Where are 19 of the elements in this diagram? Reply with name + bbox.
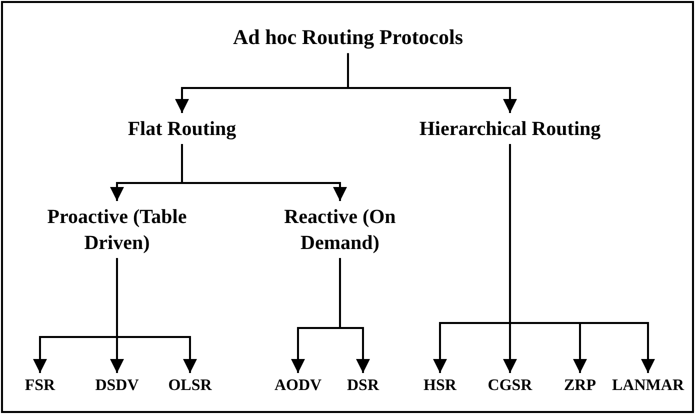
category-label: Reactive (On Demand) (270, 204, 410, 256)
category-label: Flat Routing (128, 116, 236, 142)
protocol-label: ZRP (564, 376, 596, 397)
protocol-label: CGSR (488, 376, 532, 397)
protocol-label: OLSR (168, 376, 212, 397)
category-label: Hierarchical Routing (419, 116, 601, 142)
protocol-label: AODV (274, 376, 322, 397)
protocol-label: FSR (24, 376, 56, 397)
arrow (116, 258, 197, 373)
arrow (181, 144, 347, 201)
protocol-label: LANMAR (612, 376, 684, 397)
protocol-label: HSR (424, 376, 456, 397)
arrow (509, 144, 655, 373)
arrow (347, 53, 517, 113)
protocol-label: DSR (347, 376, 379, 397)
category-label: Ad hoc Routing Protocols (232, 24, 464, 52)
protocol-label: DSDV (95, 376, 139, 397)
arrow (339, 258, 370, 373)
category-label: Proactive (Table Driven) (47, 204, 187, 256)
